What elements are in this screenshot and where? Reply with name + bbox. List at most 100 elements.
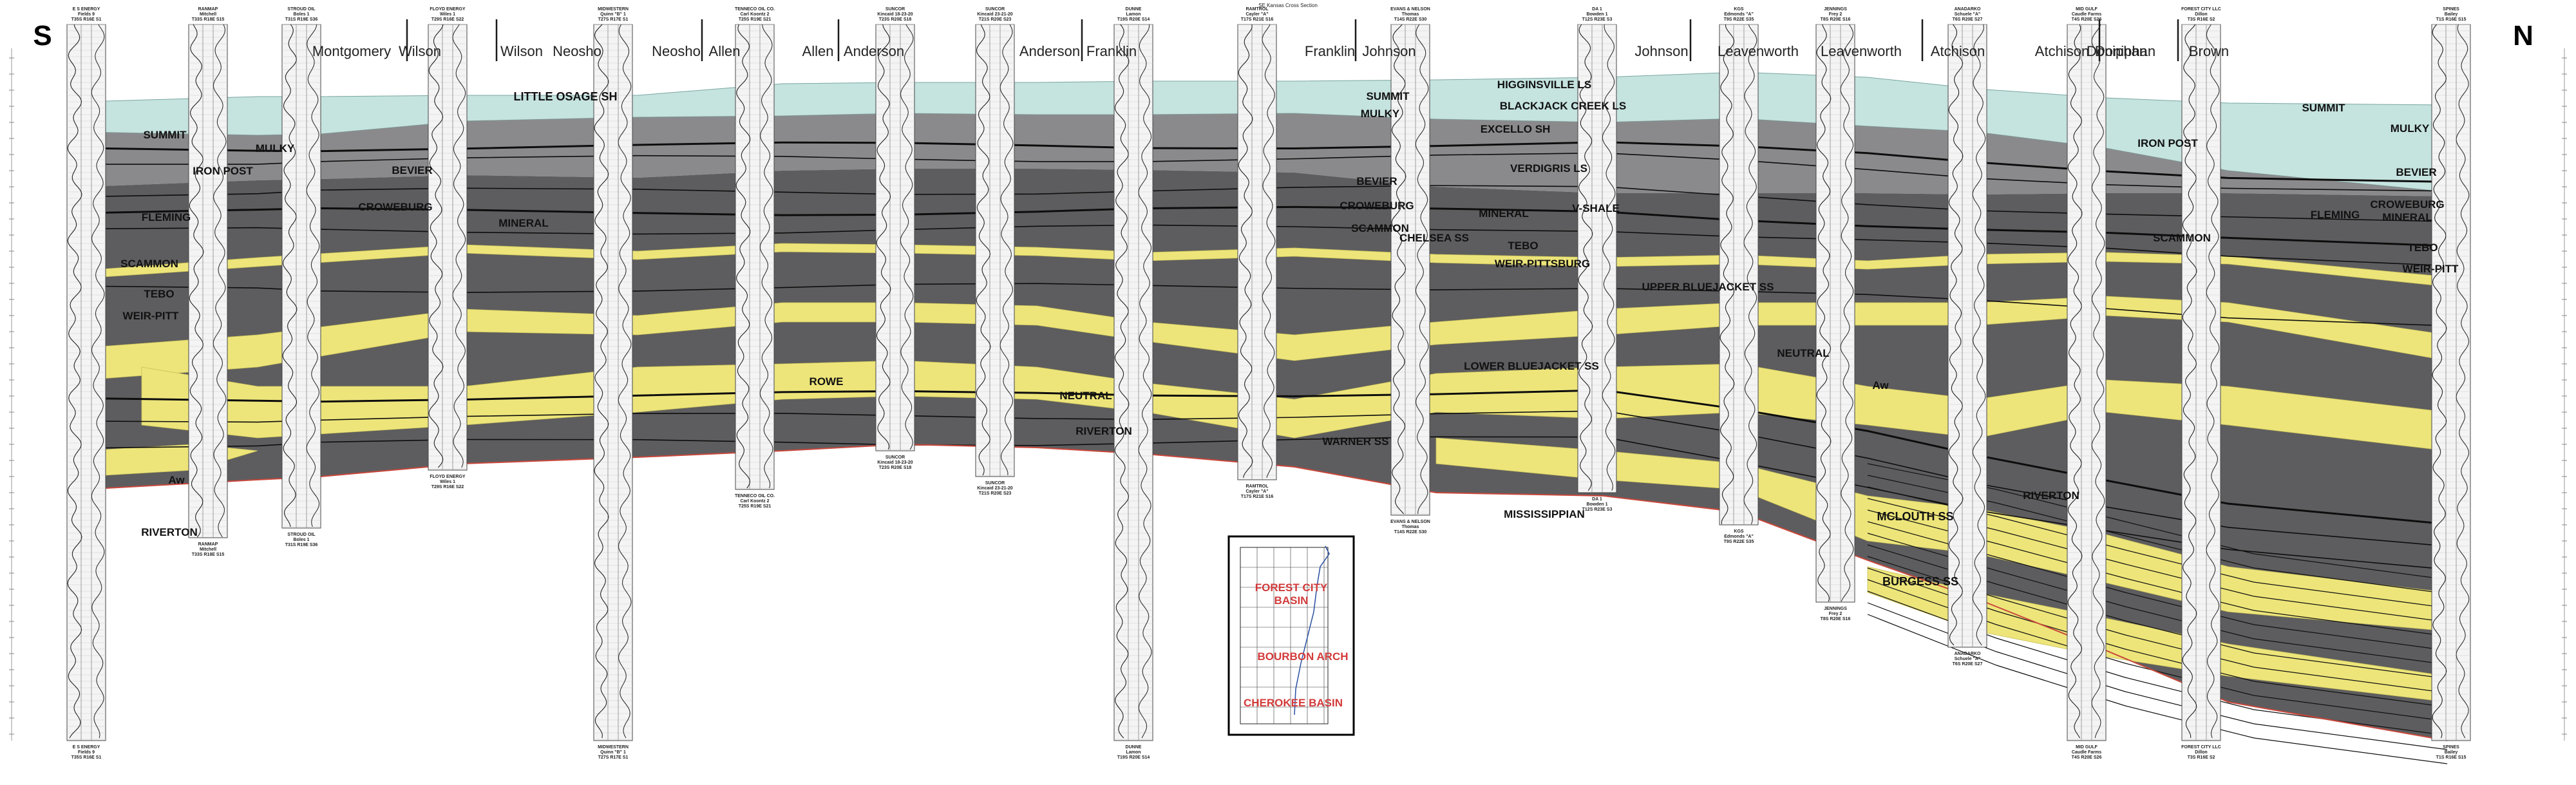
unit-label-bevier: BEVIER (392, 164, 432, 176)
well-lease: Bailey (2445, 750, 2458, 755)
log-track (1815, 24, 1855, 603)
well-lease: Mitchell (200, 547, 216, 552)
unit-label-fleming: FLEMING (142, 211, 191, 223)
county-label: Johnson (1362, 43, 1416, 59)
log-curve (1602, 24, 1616, 491)
county-label: Brown (2189, 43, 2229, 59)
log-curve (1114, 24, 1130, 739)
county-label: Montgomery (312, 43, 391, 59)
well-location: T8S R20E S16 (1821, 617, 1851, 621)
well-operator: RAMTROL (1246, 484, 1269, 489)
log-curve (2182, 24, 2197, 739)
well-location: T4S R20E S26 (2072, 755, 2102, 760)
unit-label-rowe: ROWE (810, 375, 844, 388)
basin-label-bourbon-arch: BOURBON ARCH (1257, 650, 1348, 663)
log-track (428, 24, 468, 471)
well-operator: RAMTROL (1246, 7, 1269, 12)
well-location: T6S R20E S27 (1953, 17, 1983, 22)
well-location: T9S R22E S35 (1724, 17, 1754, 22)
log-track (2067, 24, 2107, 741)
unit-label-burgess-ss: BURGESS SS (1882, 575, 1958, 588)
well-operator: RANMAP (198, 7, 218, 12)
unit-label-mississippian: MISSISSIPPIAN (1504, 508, 1585, 520)
well-operator: SUNCOR (985, 481, 1005, 486)
unit-label-v-shale: V-SHALE (1572, 202, 1620, 214)
well-lease: Quinn "B" 1 (600, 12, 626, 17)
well-operator: DUNNE (1126, 745, 1142, 750)
well-lease: Kincaid 23-21-20 (977, 486, 1012, 491)
log-track (1719, 24, 1759, 525)
well-operator: MID GULF (2076, 7, 2098, 12)
log-curve (452, 24, 466, 468)
unit-label-scammon: SCAMMON (1351, 222, 1409, 234)
unit-label-tebo: TEBO (144, 288, 174, 300)
well-location: T23S R20E S18 (879, 17, 912, 22)
unit-label-mulky: MULKY (2391, 122, 2430, 135)
unit-label-tebo: TEBO (2407, 241, 2438, 254)
well-location: T29S R16E S22 (431, 17, 464, 22)
unit-label-higginsville-ls: HIGGINSVILLE LS (1497, 79, 1591, 91)
well-lease: Lamon (1126, 750, 1141, 755)
well-operator: FLOYD ENERGY (430, 475, 466, 479)
log-curve (1948, 24, 1964, 646)
well-lease: Wiles 1 (440, 12, 455, 17)
log-track (66, 24, 106, 741)
unit-label-scammon: SCAMMON (2153, 232, 2211, 244)
well-location: T29S R16E S22 (431, 485, 464, 489)
unit-label-lower-bluejacket-ss: LOWER BLUEJACKET SS (1464, 360, 1599, 372)
county-label: Leavenworth (1821, 43, 1902, 59)
cross-section-trace (1294, 545, 1330, 715)
unit-label-aw: Aw (1872, 379, 1889, 392)
well-operator: TENNECO OIL CO. (735, 7, 775, 12)
well-location: T1S R16E S15 (2436, 17, 2467, 22)
county-label: Atchison (2035, 43, 2089, 59)
unit-label-fleming: FLEMING (2311, 209, 2360, 221)
unit-label-neutral: NEUTRAL (1777, 347, 1829, 359)
well-lease: Thomas (1402, 12, 1419, 17)
unit-label-croweburg: CROWEBURG (1340, 200, 1414, 212)
log-curve (976, 24, 991, 476)
well-location: T19S R20E S14 (1117, 17, 1150, 22)
well-operator: SUNCOR (985, 7, 1005, 12)
well-lease: Quinn "B" 1 (600, 750, 626, 755)
well-operator: KGS (1734, 7, 1744, 12)
unit-label-verdigris-ls: VERDIGRIS LS (1510, 162, 1587, 175)
log-track (188, 24, 228, 538)
well-lease: Thomas (1402, 525, 1419, 529)
well-lease: Caudle Farms (2072, 12, 2101, 17)
log-curve (1262, 24, 1276, 478)
well-lease: Carl Koontz 2 (740, 499, 769, 504)
well-lease: Boles 1 (294, 12, 310, 17)
well-operator: RANMAP (198, 542, 218, 547)
well-operator: EVANS & NELSON (1390, 520, 1430, 524)
log-curve (2432, 24, 2447, 739)
unit-label-little-osage-sh: LITTLE OSAGE SH (513, 90, 617, 103)
well-location: T35S R16E S1 (71, 755, 102, 760)
well-location: T14S R22E S30 (1394, 17, 1427, 22)
well-lease: Edmonds "A" (1724, 12, 1754, 17)
log-curve (735, 24, 751, 489)
well-lease: Schuele "A" (1955, 657, 1980, 661)
unit-label-riverton: RIVERTON (2023, 489, 2079, 502)
well-lease: Caudle Farms (2072, 750, 2101, 755)
log-curve (876, 24, 891, 450)
log-track (735, 24, 775, 490)
well-location: T8S R20E S16 (1821, 17, 1851, 22)
well-location: T3S R16E S2 (2188, 17, 2215, 22)
log-curve (67, 24, 82, 739)
well-lease: Cayler "A" (1245, 489, 1268, 494)
unit-label-aw: Aw (168, 474, 185, 486)
